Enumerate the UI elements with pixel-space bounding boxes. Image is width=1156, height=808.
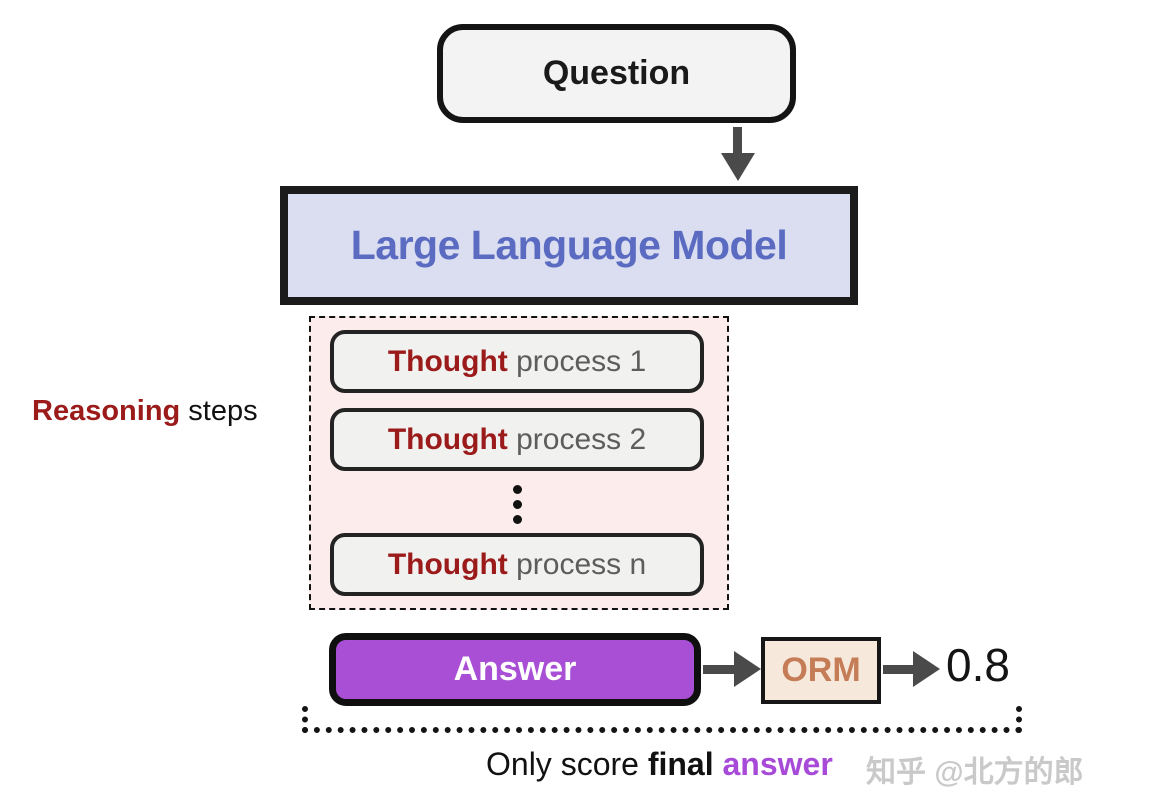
llm-box: Large Language Model (280, 186, 858, 305)
thought-process-1-box: Thought process 1 (330, 330, 704, 393)
right-arrow-2-stem (883, 665, 915, 674)
caption-bold: final (647, 746, 714, 782)
vertical-ellipsis-icon (513, 515, 522, 524)
question-box: Question (437, 24, 796, 123)
answer-box: Answer (329, 633, 701, 706)
thought-1-highlight: Thought (387, 344, 508, 378)
vertical-ellipsis-icon (513, 485, 522, 494)
thought-n-highlight: Thought (387, 547, 508, 581)
caption: Only score final answer (486, 746, 833, 783)
thought-process-2-box: Thought process 2 (330, 408, 704, 471)
caption-highlight: answer (713, 746, 833, 782)
reasoning-label-rest: steps (180, 395, 258, 427)
reasoning-steps-label: Reasoning steps (32, 395, 258, 428)
answer-label: Answer (453, 650, 577, 688)
thought-process-n-box: Thought process n (330, 533, 704, 596)
down-arrow-icon (721, 153, 755, 181)
vertical-ellipsis-icon (513, 500, 522, 509)
right-arrow-1-icon (734, 651, 761, 687)
orm-box: ORM (761, 637, 881, 704)
caption-prefix: Only score (486, 746, 648, 782)
thought-2-highlight: Thought (387, 422, 508, 456)
watermark: 知乎 @北方的郎 (866, 756, 1084, 789)
thought-2-rest: process 2 (507, 422, 647, 456)
score-value: 0.8 (946, 639, 1010, 691)
orm-label: ORM (781, 651, 861, 689)
thought-n-rest: process n (507, 547, 647, 581)
right-arrow-1-stem (703, 665, 736, 674)
down-arrow-stem (733, 127, 742, 156)
llm-label: Large Language Model (350, 222, 788, 268)
thought-1-rest: process 1 (507, 344, 647, 378)
reasoning-label-highlight: Reasoning (32, 395, 181, 427)
right-arrow-2-icon (913, 651, 940, 687)
scope-bracket (302, 706, 1022, 733)
question-label: Question (542, 54, 691, 92)
